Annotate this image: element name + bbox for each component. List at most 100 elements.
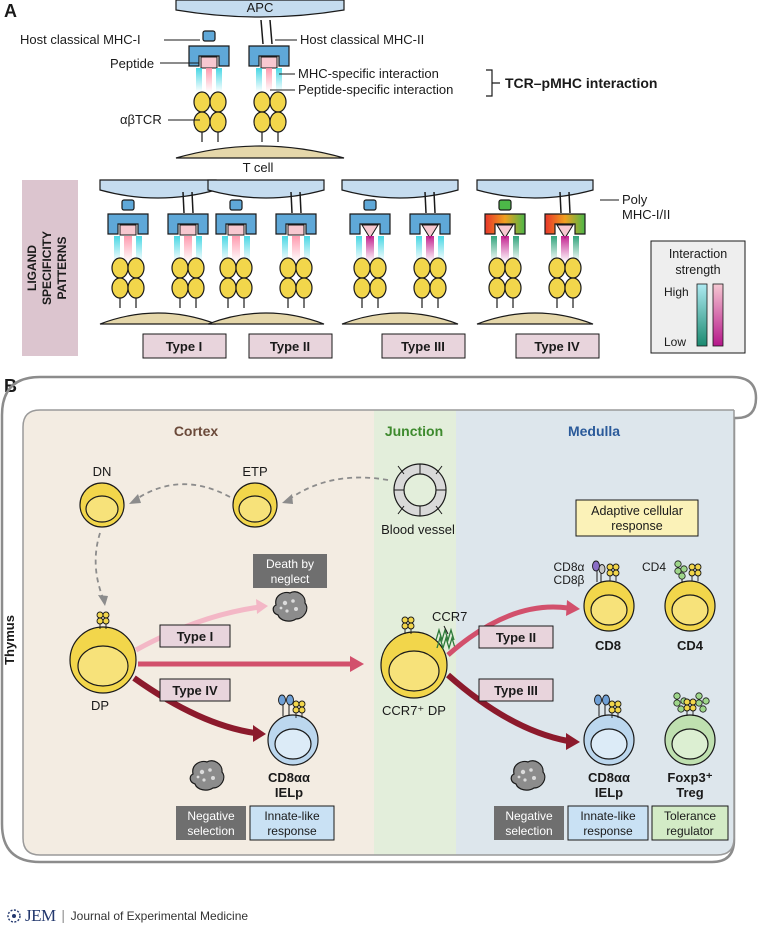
legend-high: High xyxy=(664,285,689,299)
pattern-stalk xyxy=(559,191,562,214)
panel-a-letter: A xyxy=(4,1,17,21)
pattern-interaction-mid xyxy=(366,236,374,262)
blood-vessel-label: Blood vessel xyxy=(381,522,455,537)
medulla-cd8aa-1: CD8αα xyxy=(588,770,630,785)
pattern-interaction-side xyxy=(244,236,250,262)
pattern-interaction-side xyxy=(222,236,228,262)
ccr7-dp-cell xyxy=(380,631,448,699)
pattern-interaction-side xyxy=(282,236,288,262)
side-label-1: LIGAND xyxy=(25,245,39,291)
tcr-pmhc-bracket xyxy=(486,69,500,97)
type1-label: Type I xyxy=(166,339,203,354)
pattern-stalk xyxy=(424,191,427,214)
legend-cyan-bar xyxy=(696,283,708,347)
pattern-mhc xyxy=(167,213,209,235)
pattern-tcell xyxy=(341,312,459,325)
cortex-negative-box xyxy=(176,806,246,840)
pattern-interaction-mid xyxy=(184,236,192,262)
etp-cell xyxy=(232,482,278,528)
medulla-negative-blob xyxy=(510,760,546,791)
pattern-b2m xyxy=(363,199,377,211)
pattern-peptide xyxy=(287,224,305,236)
pattern-interaction-side xyxy=(491,236,497,262)
blood-vessel xyxy=(393,463,447,517)
pattern-tcr xyxy=(488,257,522,309)
pattern-tcr xyxy=(111,257,145,309)
medulla-cd8aa-2: IELp xyxy=(595,785,623,800)
pattern-interaction-side xyxy=(136,236,142,262)
cd8-cell xyxy=(583,560,635,632)
adaptive-1: Adaptive cellular xyxy=(591,504,683,518)
pattern-interaction-side xyxy=(196,236,202,262)
cortex-innate-box xyxy=(249,805,335,841)
ccr7-label: CCR7 xyxy=(432,609,467,624)
pattern-interaction-mid xyxy=(426,236,434,262)
pattern-tcr xyxy=(413,257,447,309)
pattern-b2m xyxy=(498,199,512,211)
adaptive-box xyxy=(575,499,699,537)
type2-label: Type II xyxy=(270,339,310,354)
thymus-frame xyxy=(0,375,758,864)
pattern-tcr xyxy=(353,257,387,309)
medulla-negative-2: selection xyxy=(505,824,552,838)
pattern-tcell xyxy=(99,312,217,325)
schematic-tcell xyxy=(175,145,345,159)
pattern-tcell xyxy=(476,312,594,325)
cortex-innate-1: Innate-like xyxy=(264,809,320,823)
type4-pattern xyxy=(476,179,594,325)
footer-journal: Journal of Experimental Medicine xyxy=(70,909,249,923)
apc-cell xyxy=(175,0,345,18)
cd8a-label: CD8α xyxy=(554,560,585,574)
cortex-negative-1: Negative xyxy=(187,809,235,823)
cortex-innate-2: response xyxy=(267,824,317,838)
schematic-mhc1 xyxy=(188,30,230,92)
pattern-apc xyxy=(99,179,217,199)
type3-pill-label: Type III xyxy=(494,683,538,698)
inner-frame xyxy=(22,409,735,856)
pattern-stalk xyxy=(290,191,293,214)
pattern-peptide xyxy=(421,224,439,239)
jem-logo-icon xyxy=(7,909,21,923)
medulla-negative-box xyxy=(494,806,564,840)
schematic-tcr-left xyxy=(193,91,227,143)
pattern-stalk xyxy=(191,191,194,214)
vessel-to-etp-arrow xyxy=(287,476,389,501)
ligand-side-bar xyxy=(22,180,78,356)
pattern-tcr xyxy=(219,257,253,309)
pattern-mhc xyxy=(409,213,451,235)
type4-box xyxy=(515,333,600,359)
cortex-cd8aa-1: CD8αα xyxy=(268,770,310,785)
adaptive-2: response xyxy=(611,519,662,533)
pattern-interaction-side xyxy=(174,236,180,262)
pattern-mhc xyxy=(215,213,257,235)
pattern-peptide xyxy=(496,224,514,239)
medulla-negative-1: Negative xyxy=(505,809,553,823)
junction-label: Junction xyxy=(385,423,443,439)
death-label-1: Death by xyxy=(266,557,314,571)
pattern-mhc xyxy=(544,213,586,235)
cortex-cd8aa-cell xyxy=(267,694,319,766)
type2-pattern xyxy=(207,179,325,325)
type1-pattern xyxy=(99,179,217,325)
pattern-peptide xyxy=(361,224,379,239)
pattern-interaction-mid xyxy=(124,236,132,262)
pattern-interaction-side xyxy=(304,236,310,262)
tcr-pmhc-label: TCR–pMHC interaction xyxy=(505,75,657,91)
type4-label: Type IV xyxy=(534,339,580,354)
type3-pill xyxy=(478,678,554,702)
footer-separator: | xyxy=(61,907,65,924)
schematic-tcr-right xyxy=(253,91,287,143)
pattern-tcr xyxy=(548,257,582,309)
side-label-3: PATTERNS xyxy=(55,237,69,300)
cd8-cell-label: CD8 xyxy=(595,638,621,653)
dp-label: DP xyxy=(91,698,109,713)
peptide-interaction-label: Peptide-specific interaction xyxy=(298,82,453,97)
pattern-tcr xyxy=(171,257,205,309)
pattern-interaction-side xyxy=(378,236,384,262)
etp-label: ETP xyxy=(242,464,267,479)
cd4-cell xyxy=(664,560,716,632)
cortex-negative-2: selection xyxy=(187,824,234,838)
pattern-tcell xyxy=(207,312,325,325)
pattern-mhc xyxy=(349,213,391,235)
